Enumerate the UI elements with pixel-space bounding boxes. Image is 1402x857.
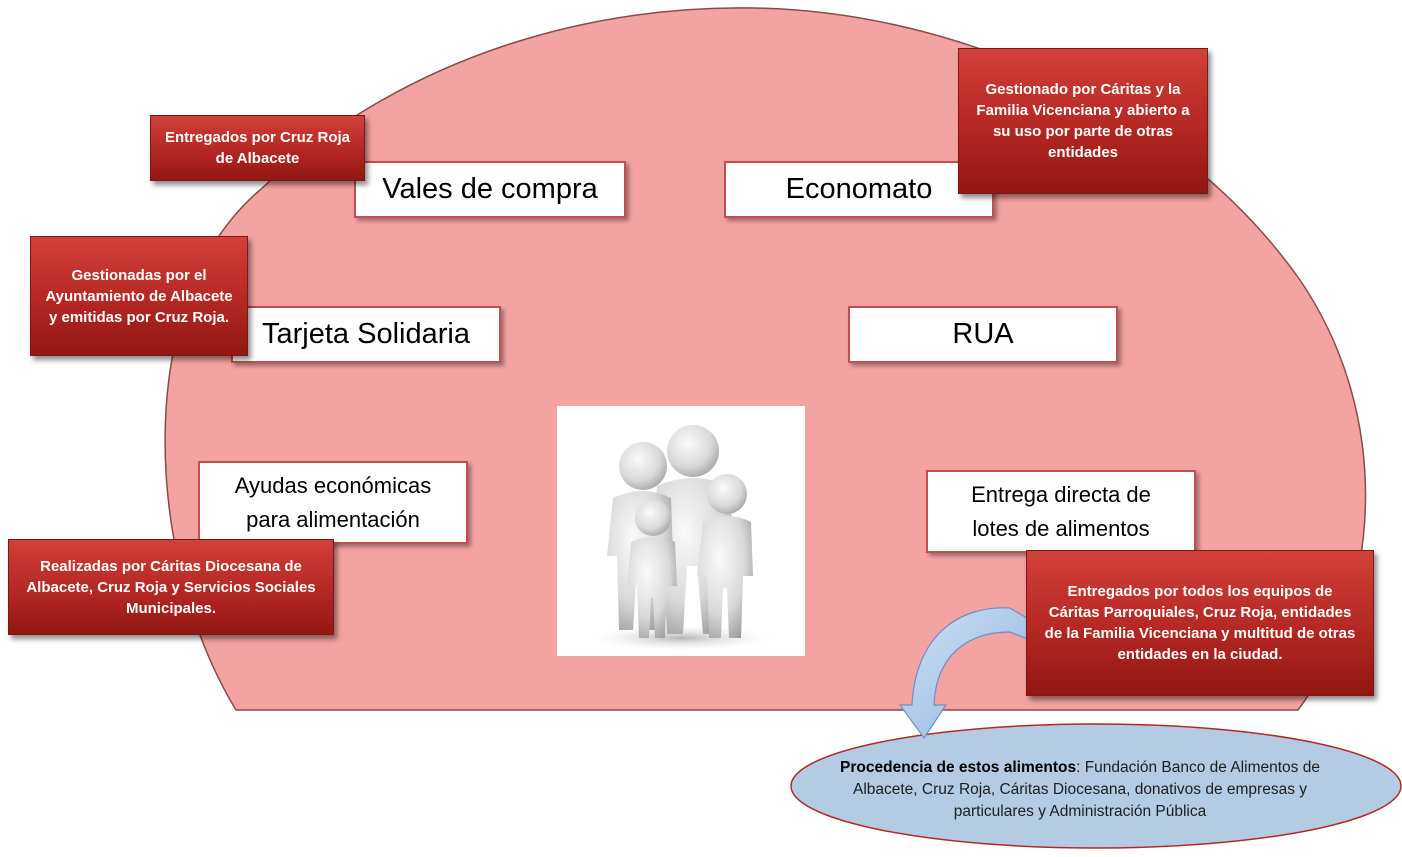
curved-arrow-icon	[898, 607, 1031, 740]
vales-note-text: Entregados por Cruz Roja de Albacete	[164, 129, 351, 167]
entrega-line-2: lotes de alimentos	[972, 515, 1150, 541]
tarjeta-note-text: Gestionadas por el Ayuntamiento de Albac…	[45, 266, 233, 326]
economato-note-text: Gestionado por Cáritas y la Familia Vice…	[976, 81, 1190, 161]
family-figures-graphic	[581, 425, 781, 652]
entrega-note: Entregados por todos los equipos de Cári…	[1026, 550, 1374, 696]
origin-text: Procedencia de estos alimentos: Fundació…	[820, 740, 1340, 840]
vales-de-compra-box: Vales de compra	[354, 161, 626, 218]
entrega-directa-box: Entrega directa de lotes de alimentos	[926, 470, 1196, 553]
economato-label: Economato	[785, 173, 933, 205]
tarjeta-note: Gestionadas por el Ayuntamiento de Albac…	[30, 236, 248, 356]
economato-note: Gestionado por Cáritas y la Familia Vice…	[958, 48, 1208, 194]
ayudas-note: Realizadas por Cáritas Diocesana de Alba…	[8, 539, 334, 635]
entrega-note-text: Entregados por todos los equipos de Cári…	[1044, 583, 1356, 663]
economato-box: Economato	[724, 161, 994, 218]
vales-note: Entregados por Cruz Roja de Albacete	[150, 115, 365, 181]
ayudas-line-1: Ayudas económicas	[234, 472, 432, 498]
ayudas-economicas-box: Ayudas económicas para alimentación	[198, 461, 468, 544]
ayudas-line-2: para alimentación	[246, 506, 420, 532]
origin-ellipse	[790, 723, 1402, 849]
tarjeta-solidaria-label: Tarjeta Solidaria	[262, 318, 470, 350]
rua-label: RUA	[952, 318, 1014, 350]
vales-de-compra-label: Vales de compra	[382, 173, 598, 205]
rua-box: RUA	[848, 306, 1118, 363]
family-figures-icon	[557, 406, 805, 656]
entrega-line-1: Entrega directa de	[971, 481, 1151, 507]
tarjeta-solidaria-box: Tarjeta Solidaria	[231, 306, 501, 363]
ayudas-note-text: Realizadas por Cáritas Diocesana de Alba…	[26, 557, 316, 617]
origin-body: : Fundación Banco de Alimentos de Albace…	[852, 759, 1320, 820]
origin-label: Procedencia de estos alimentos	[840, 759, 1077, 776]
